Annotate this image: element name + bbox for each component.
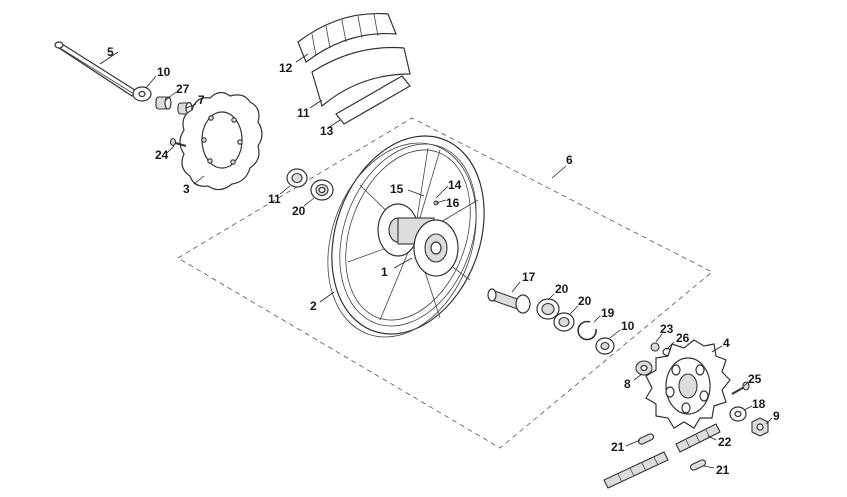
callout-19: 17 <box>522 270 536 284</box>
nut-23 <box>650 342 660 352</box>
tyre <box>297 12 397 63</box>
circlip <box>577 320 597 341</box>
callout-20-right-1: 20 <box>555 282 569 296</box>
callout-15: 13 <box>320 124 334 138</box>
spacer-7 <box>177 101 193 115</box>
chain-master-link-upper <box>637 433 655 445</box>
leader-lines <box>99 51 773 469</box>
callout-26: 26 <box>676 331 690 345</box>
callout-6: 6 <box>566 153 573 167</box>
callout-17: 15 <box>390 182 404 196</box>
callout-20-left: 20 <box>292 204 306 218</box>
axle <box>54 41 140 97</box>
callout-3: 3 <box>183 182 190 196</box>
callout-2: 2 <box>310 299 317 313</box>
axle-washer <box>132 86 152 102</box>
callout-23: 23 <box>660 322 674 336</box>
callout-22: 22 <box>718 435 732 449</box>
callout-7: 7 <box>198 93 205 107</box>
sprocket-bolt <box>731 381 750 395</box>
spacer-27 <box>155 96 172 110</box>
callout-27: 27 <box>176 82 190 96</box>
drive-chain <box>603 423 721 489</box>
callout-13: 11 <box>297 106 310 120</box>
callout-18: 16 <box>446 196 460 210</box>
callout-24: 24 <box>155 148 169 162</box>
callout-11-left: 11 <box>268 192 281 206</box>
wheel-assembly-outline <box>177 117 713 449</box>
callout-4: 4 <box>723 336 730 350</box>
callout-21-right: 21 <box>716 463 730 477</box>
rim-band <box>335 75 411 125</box>
callout-21-left: 21 <box>611 440 625 454</box>
bearing-left <box>310 179 334 201</box>
wheel-hub <box>377 203 459 277</box>
callout-20-right-2: 20 <box>578 294 592 308</box>
callout-8: 8 <box>624 377 631 391</box>
chain-master-link-lower <box>689 459 707 471</box>
seal-right <box>595 337 615 355</box>
disc-bolt <box>169 137 187 147</box>
callout-10-upper: 10 <box>157 65 171 79</box>
rear-sprocket <box>645 339 731 429</box>
washer-right <box>729 406 747 422</box>
callout-11-right: 10 <box>621 319 635 333</box>
bearing-right-1 <box>536 298 560 320</box>
axle-nut <box>751 417 769 437</box>
brake-disc <box>179 91 263 191</box>
callout-25: 25 <box>748 372 762 386</box>
callout-labels: 5 10 27 7 24 3 12 11 13 11 20 15 14 16 1… <box>107 45 780 477</box>
callout-16: 14 <box>448 178 462 192</box>
sprocket-spacer <box>635 360 653 376</box>
callout-10-lower: 18 <box>752 397 766 411</box>
callout-1: 1 <box>381 265 388 279</box>
inner-tube <box>311 46 411 108</box>
callout-14: 12 <box>279 61 293 75</box>
callout-5: 5 <box>107 45 114 59</box>
bearing-right-2 <box>553 312 575 332</box>
seal-left <box>286 168 308 188</box>
hub-spacer <box>487 288 531 314</box>
callout-12: 19 <box>601 306 615 320</box>
callout-9: 9 <box>773 409 780 423</box>
